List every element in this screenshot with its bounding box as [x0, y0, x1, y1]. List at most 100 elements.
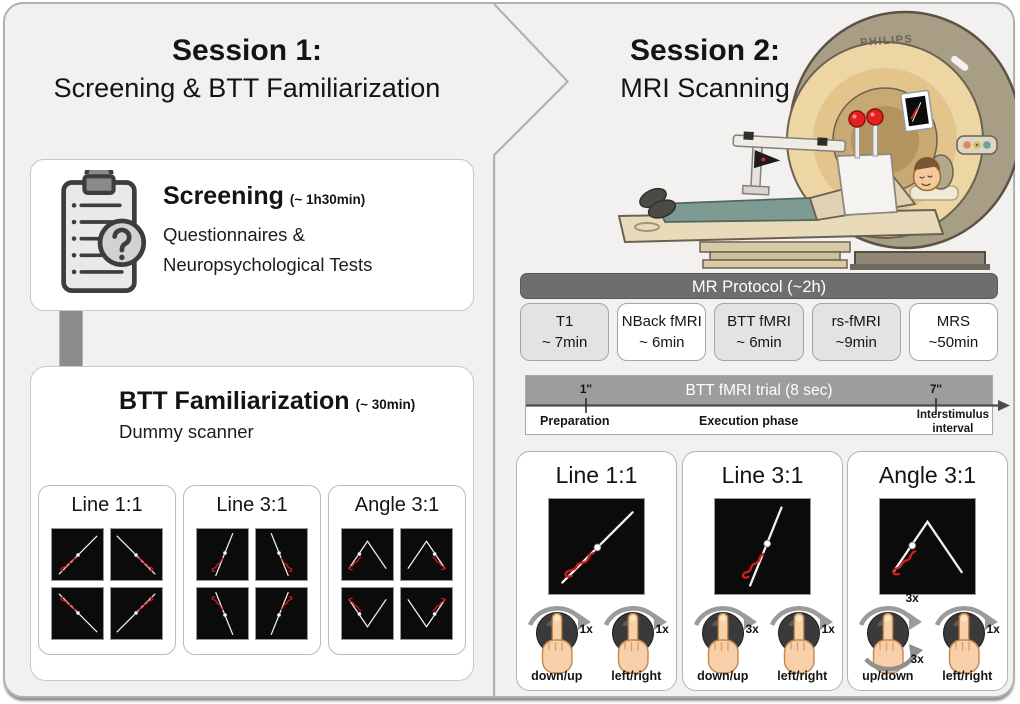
left-knob-label: down/up [531, 669, 583, 683]
stimulus-thumbnail [196, 528, 249, 581]
knob-direction-labels: down/up left/right [683, 669, 842, 683]
session2-title: Session 2: MRI Scanning [550, 34, 860, 104]
right-knob-label: left/right [611, 669, 662, 683]
stimulus-thumbnail [110, 587, 163, 640]
rotary-knob-left: 3x 3x [853, 591, 927, 676]
task-panel-title: Line 1:1 [555, 462, 638, 488]
task-panel-title: Line 3:1 [721, 462, 804, 488]
screening-card: Screening (~ 1h30min) Questionnaires & Ne… [30, 159, 474, 311]
btt-heading-text: BTT Familiarization [119, 387, 350, 415]
knob-row: 3x 3x 1x [848, 591, 1007, 676]
stimulus-grid [51, 528, 163, 640]
scanner-brand-label: PHILIPS [860, 33, 914, 49]
mini-panel-title: Line 1:1 [71, 494, 143, 516]
step-duration: ~ 7min [541, 334, 588, 351]
stimulus-thumbnail [400, 587, 453, 640]
task-panel-line-1-1: Line 1:1 1x 1x down/up left/right [516, 451, 677, 691]
knob-row: 1x 1x [517, 596, 676, 676]
protocol-step-nback: NBack fMRI ~ 6min [617, 303, 707, 361]
knob-direction-labels: down/up left/right [517, 669, 676, 683]
mini-panel-line-1-1: Line 1:1 [38, 485, 176, 655]
step-name: rs-fMRI [831, 313, 881, 330]
mirror-display [900, 89, 934, 133]
session1-title-line2: Screening & BTT Familiarization [53, 73, 441, 103]
phase-preparation: Preparation [540, 414, 610, 428]
stimulus-grid [341, 528, 453, 640]
screening-heading-text: Screening [163, 182, 284, 210]
step-name: T1 [555, 313, 574, 330]
right-knob-label: left/right [777, 669, 828, 683]
stimulus-display [714, 498, 811, 595]
knob-multiplier-bottom: 3x [910, 652, 924, 666]
stimulus-thumbnail [51, 528, 104, 581]
screening-desc-line1: Questionnaires & [163, 224, 305, 245]
stimulus-display [548, 498, 645, 595]
stimulus-thumbnail [110, 528, 163, 581]
screening-description: Questionnaires & Neuropsychological Test… [163, 220, 372, 280]
stimulus-thumbnail [341, 528, 394, 581]
left-knob-label: down/up [697, 669, 749, 683]
tick-label-1s: 1'' [580, 384, 592, 396]
screening-duration: (~ 1h30min) [289, 192, 366, 207]
clipboard-question-icon [61, 170, 147, 293]
rotary-knob-left: 3x [688, 596, 762, 676]
phase-execution: Execution phase [699, 414, 799, 428]
screening-desc-line2: Neuropsychological Tests [163, 253, 373, 275]
btt-subtitle: Dummy scanner [119, 421, 254, 442]
step-name: NBack fMRI [621, 313, 702, 330]
stimulus-thumbnail [196, 587, 249, 640]
mini-panel-title: Line 3:1 [216, 494, 288, 516]
mr-protocol-header: MR Protocol (~2h) [520, 273, 998, 299]
step-name: BTT fMRI [727, 313, 791, 330]
left-knob-label: up/down [862, 669, 914, 683]
mri-scanner-illustration: PHILIPS [618, 10, 1015, 270]
stimulus-thumbnail [400, 528, 453, 581]
rotary-knob-right: 1x [598, 596, 672, 676]
session1-title: Session 1: Screening & BTT Familiarizati… [17, 34, 477, 104]
rotary-knob-right: 1x [764, 596, 838, 676]
knob-multiplier: 1x [655, 622, 669, 636]
task-panel-angle-3-1: Angle 3:1 3x 3x 1x up/down left/right [847, 451, 1008, 691]
step-duration: ~9min [835, 334, 877, 351]
mini-panel-title: Angle 3:1 [354, 494, 440, 516]
btt-familiarization-card: BTT Familiarization(~ 30min) Dummy scann… [30, 366, 474, 681]
btt-trial-timeline: BTT fMRI trial (8 sec) 1'' 7'' Preparati… [525, 375, 1010, 437]
step-duration: ~ 6min [639, 334, 685, 351]
knob-multiplier: 1x [821, 622, 835, 636]
trial-header-bar: BTT fMRI trial (8 sec) [526, 376, 992, 405]
stimulus-thumbnail [255, 528, 308, 581]
tick-label-7s: 7'' [930, 384, 942, 396]
screening-heading: Screening (~ 1h30min) [163, 182, 365, 211]
task-panel-line-3-1: Line 3:1 3x 1x down/up left/right [682, 451, 843, 691]
step-duration: ~ 6min [736, 334, 782, 351]
rotary-knob-left: 1x [522, 596, 596, 676]
phase-interstimulus-line2: interval [932, 422, 974, 435]
knob-multiplier: 1x [579, 622, 593, 636]
mini-panel-angle-3-1: Angle 3:1 [328, 485, 466, 655]
knob-row: 3x 1x [683, 596, 842, 676]
protocol-step-btt: BTT fMRI ~ 6min [714, 303, 804, 361]
familiarization-panels: Line 1:1 Line 3:1 Angle 3:1 [36, 485, 468, 655]
stimulus-thumbnail [341, 587, 394, 640]
session2-title-line1: Session 2: [629, 34, 781, 67]
session2-title-line2: MRI Scanning [620, 73, 790, 103]
right-knob-label: left/right [942, 669, 993, 683]
knob-direction-labels: up/down left/right [848, 669, 1007, 683]
phase-interstimulus: Interstimulus interval [917, 409, 989, 437]
session1-title-line1: Session 1: [171, 34, 323, 67]
phase-interstimulus-line1: Interstimulus [916, 409, 989, 421]
step-duration: ~50min [928, 334, 979, 351]
mini-panel-line-3-1: Line 3:1 [183, 485, 321, 655]
knob-multiplier: 1x [986, 622, 1000, 636]
protocol-step-mrs: MRS ~50min [908, 303, 999, 361]
stimulus-thumbnail [255, 587, 308, 640]
stimulus-grid [196, 528, 308, 640]
knob-multiplier-top: 3x [905, 591, 919, 605]
btt-heading: BTT Familiarization(~ 30min) Dummy scann… [119, 387, 415, 443]
step-name: MRS [936, 313, 971, 330]
task-panel-title: Angle 3:1 [878, 462, 977, 488]
rotary-knob-right: 1x [929, 596, 1003, 676]
protocol-step-t1: T1 ~ 7min [520, 303, 610, 361]
knob-multiplier: 3x [745, 622, 759, 636]
